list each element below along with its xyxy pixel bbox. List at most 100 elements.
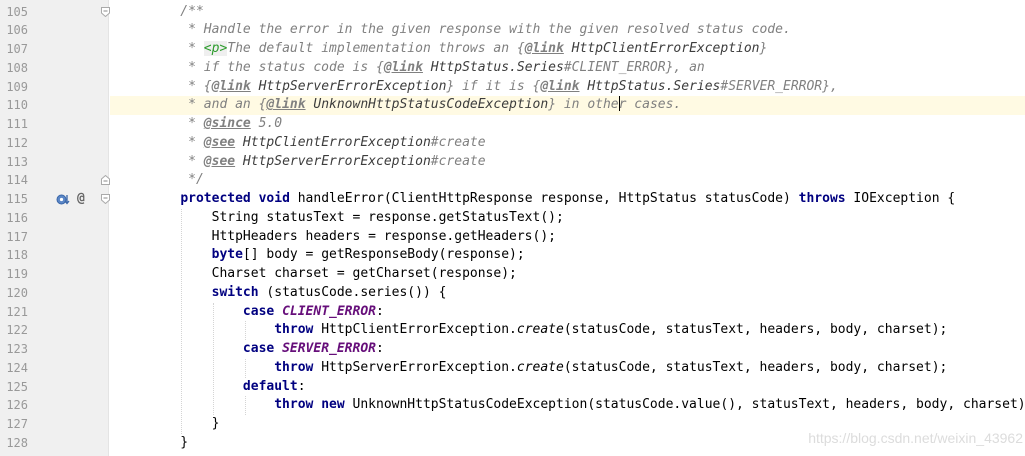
code-text[interactable]: String statusText = response.getStatusTe… — [110, 209, 1025, 228]
code-line[interactable]: 123 case SERVER_ERROR: — [0, 340, 1025, 359]
code-token: : — [375, 303, 384, 319]
code-line[interactable]: 105 /** — [0, 3, 1025, 22]
code-line[interactable]: 126 throw new UnknownHttpStatusCodeExcep… — [0, 396, 1025, 415]
code-token — [149, 322, 274, 337]
code-text[interactable]: * if the status code is {@link HttpStatu… — [110, 59, 1025, 78]
code-text[interactable]: switch (statusCode.series()) { — [110, 284, 1025, 303]
line-number[interactable]: 123 — [6, 342, 28, 356]
code-line[interactable]: 117 HttpHeaders headers = response.getHe… — [0, 228, 1025, 247]
code-text[interactable]: default: — [110, 378, 1025, 397]
code-line[interactable]: 120 switch (statusCode.series()) { — [0, 284, 1025, 303]
code-line[interactable]: 118 byte[] body = getResponseBody(respon… — [0, 246, 1025, 265]
code-token: } if it is { — [446, 78, 541, 94]
code-line[interactable]: 114 */ — [0, 171, 1025, 190]
code-line[interactable]: 107 * <p>The default implementation thro… — [0, 40, 1025, 59]
code-line[interactable]: 124 throw HttpServerErrorException.creat… — [0, 359, 1025, 378]
line-number[interactable]: 118 — [6, 248, 28, 263]
code-token: HttpServerErrorException — [235, 153, 431, 169]
line-number[interactable]: 119 — [6, 267, 28, 281]
code-line[interactable]: 127 } — [0, 415, 1025, 434]
line-number[interactable]: 109 — [6, 79, 28, 94]
code-line[interactable]: 106 * Handle the error in the given resp… — [0, 21, 1025, 40]
code-token: create — [516, 322, 564, 338]
line-number[interactable]: 115 — [6, 192, 28, 206]
code-line[interactable]: 119 Charset charset = getCharset(respons… — [0, 265, 1025, 284]
code-token: #SERVER_ERROR}, — [720, 78, 838, 94]
code-text[interactable]: throw new UnknownHttpStatusCodeException… — [110, 396, 1025, 415]
line-number[interactable]: 122 — [6, 323, 28, 338]
code-token — [149, 360, 274, 375]
code-line[interactable]: 109 * {@link HttpServerErrorException} i… — [0, 78, 1025, 97]
line-number[interactable]: 107 — [6, 42, 28, 56]
line-number[interactable]: 124 — [6, 360, 28, 375]
code-text[interactable]: * {@link HttpServerErrorException} if it… — [110, 78, 1025, 97]
code-token — [274, 304, 282, 319]
line-number[interactable]: 128 — [6, 435, 28, 450]
code-token: HttpServerErrorException — [250, 78, 447, 94]
code-line[interactable]: 128 } — [0, 434, 1025, 453]
code-text[interactable]: } — [110, 415, 1025, 434]
code-token: void — [258, 191, 290, 206]
code-text[interactable]: protected void handleError(ClientHttpRes… — [110, 190, 1025, 209]
code-text[interactable]: * @see HttpServerErrorException#create — [110, 153, 1025, 172]
code-token — [274, 341, 282, 356]
code-text[interactable]: * @see HttpClientErrorException#create — [110, 134, 1025, 153]
line-number[interactable]: 126 — [6, 398, 28, 413]
code-token: * — [149, 153, 204, 169]
line-number[interactable]: 120 — [6, 285, 28, 300]
line-number[interactable]: 117 — [6, 229, 28, 244]
code-text[interactable]: throw HttpServerErrorException.create(st… — [110, 359, 1025, 378]
line-number[interactable]: 112 — [6, 135, 28, 150]
code-text[interactable]: /** — [110, 3, 1025, 22]
code-text[interactable]: } — [110, 434, 1025, 453]
code-token: default — [242, 378, 298, 394]
code-line[interactable]: 113 * @see HttpServerErrorException#crea… — [0, 153, 1025, 172]
code-text[interactable]: case SERVER_ERROR: — [110, 340, 1025, 359]
line-number[interactable]: 106 — [6, 23, 28, 38]
code-token: #create — [430, 153, 486, 169]
code-token: */ — [149, 172, 204, 188]
code-line[interactable]: 112 * @see HttpClientErrorException#crea… — [0, 134, 1025, 153]
line-number[interactable]: 113 — [6, 154, 28, 169]
code-line[interactable]: 125 default: — [0, 378, 1025, 397]
code-text[interactable]: Charset charset = getCharset(response); — [110, 265, 1025, 284]
code-line[interactable]: 116 String statusText = response.getStat… — [0, 209, 1025, 228]
code-text[interactable]: * @since 5.0 — [110, 115, 1025, 134]
line-number[interactable]: 110 — [6, 98, 28, 113]
code-line[interactable]: 121 case CLIENT_ERROR: — [0, 303, 1025, 322]
code-line[interactable]: 115 @ protected void handleError(ClientHt… — [0, 190, 1025, 209]
code-text[interactable]: */ — [110, 171, 1025, 190]
line-number-gutter[interactable] — [0, 0, 108, 456]
code-text[interactable]: * Handle the error in the given response… — [110, 21, 1025, 40]
line-number[interactable]: 108 — [6, 60, 28, 75]
code-token: (statusCode, statusText, headers, body, … — [563, 359, 948, 375]
code-text[interactable]: * <p>The default implementation throws a… — [110, 40, 1025, 59]
code-text[interactable]: throw HttpClientErrorException.create(st… — [110, 321, 1025, 340]
line-number[interactable]: 105 — [6, 4, 28, 19]
line-number[interactable]: 111 — [6, 117, 28, 131]
code-text[interactable]: byte[] body = getResponseBody(response); — [110, 246, 1025, 265]
line-number[interactable]: 125 — [6, 379, 28, 394]
fold-collapse-icon[interactable] — [101, 6, 110, 17]
code-token: String statusText = response.getStatusTe… — [149, 209, 564, 225]
code-line[interactable]: 108 * if the status code is {@link HttpS… — [0, 59, 1025, 78]
line-number[interactable]: 116 — [6, 210, 28, 225]
code-line[interactable]: 111 * @since 5.0 — [0, 115, 1025, 134]
code-line[interactable]: 110 * and an {@link UnknownHttpStatusCod… — [0, 96, 1025, 115]
fold-end-icon[interactable] — [101, 175, 110, 186]
annotation-at-icon[interactable]: @ — [77, 191, 85, 206]
line-number[interactable]: 127 — [6, 417, 28, 431]
implement-marker-icon[interactable] — [56, 193, 70, 213]
line-number[interactable]: 114 — [6, 173, 28, 188]
code-line[interactable]: 122 throw HttpClientErrorException.creat… — [0, 321, 1025, 340]
text-caret — [618, 96, 620, 112]
code-text[interactable]: case CLIENT_ERROR: — [110, 303, 1025, 322]
code-token: * — [149, 116, 204, 131]
line-number[interactable]: 121 — [6, 304, 28, 319]
fold-collapse-icon[interactable] — [101, 194, 110, 204]
code-text[interactable]: HttpHeaders headers = response.getHeader… — [110, 228, 1025, 247]
code-text[interactable]: * and an {@link UnknownHttpStatusCodeExc… — [110, 96, 1025, 115]
code-token: protected — [180, 191, 251, 206]
code-token: HttpHeaders headers = response.getHeader… — [149, 228, 556, 244]
